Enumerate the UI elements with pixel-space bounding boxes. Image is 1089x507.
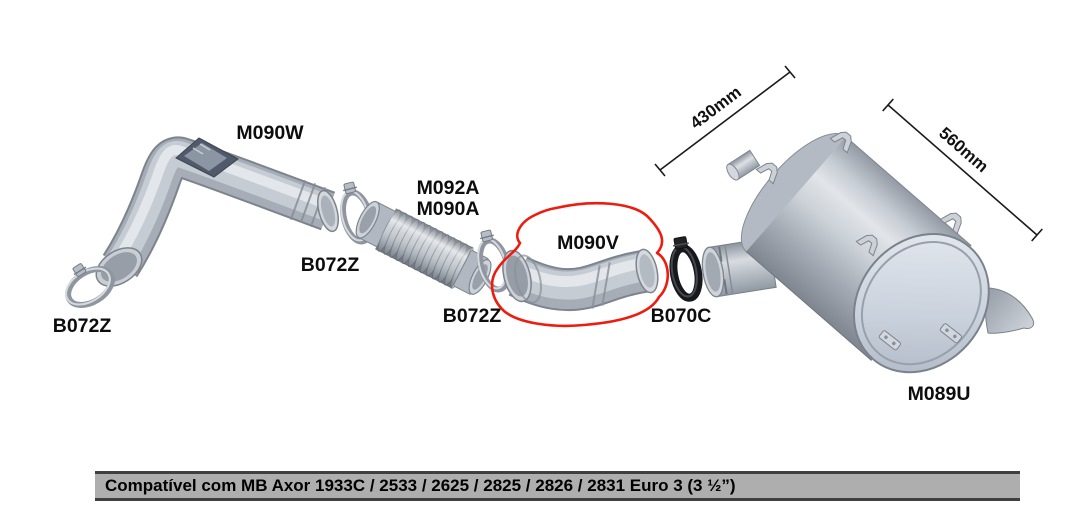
compatibility-bar: Compatível com MB Axor 1933C / 2533 / 26… <box>95 471 1020 501</box>
clamp-b070c <box>669 236 703 302</box>
highlight-circle-m090v <box>490 201 670 328</box>
dimension-560 <box>882 98 1043 242</box>
m090v-outlet-end <box>635 248 659 294</box>
muffler-rim-tab <box>878 330 902 351</box>
compatibility-text: Compatível com MB Axor 1933C / 2533 / 26… <box>105 476 736 495</box>
clamp-bolt <box>480 229 493 243</box>
label-dimension-430mm: 430mm <box>687 82 745 132</box>
m090v-inlet-flare <box>502 249 532 303</box>
muffler-bracket <box>939 212 962 235</box>
muffler-bracket <box>855 234 878 257</box>
dimension-430 <box>654 65 796 177</box>
label-b072z-right: B072Z <box>443 305 502 327</box>
label-m090w: M090W <box>236 122 304 144</box>
muffler-stub-pipe <box>726 149 761 181</box>
weld-seams <box>591 262 611 309</box>
muffler-rim-tab <box>939 323 963 344</box>
label-m089u: M089U <box>908 383 971 405</box>
flex-pipe-m092a-m090a <box>355 200 492 295</box>
clamp-bolt <box>673 236 688 250</box>
label-m092a: M092A <box>417 177 480 199</box>
label-b070c: B070C <box>651 305 712 327</box>
label-b072z-middle: B072Z <box>301 254 360 276</box>
heat-shield <box>175 137 239 178</box>
clamp-b072z-left <box>65 263 115 308</box>
muffler-bracket <box>755 162 778 185</box>
connector-pipe-m090v <box>502 248 659 312</box>
clamp-bolt <box>343 181 356 195</box>
downpipe-outlet-end <box>316 189 340 233</box>
label-m090a: M090A <box>417 198 480 220</box>
label-m090v: M090V <box>557 232 619 254</box>
muffler-tailpipe-tip <box>984 287 1035 334</box>
muffler-bracket <box>829 131 852 154</box>
label-b072z-left: B072Z <box>53 315 112 337</box>
label-dimension-560mm: 560mm <box>935 123 992 176</box>
